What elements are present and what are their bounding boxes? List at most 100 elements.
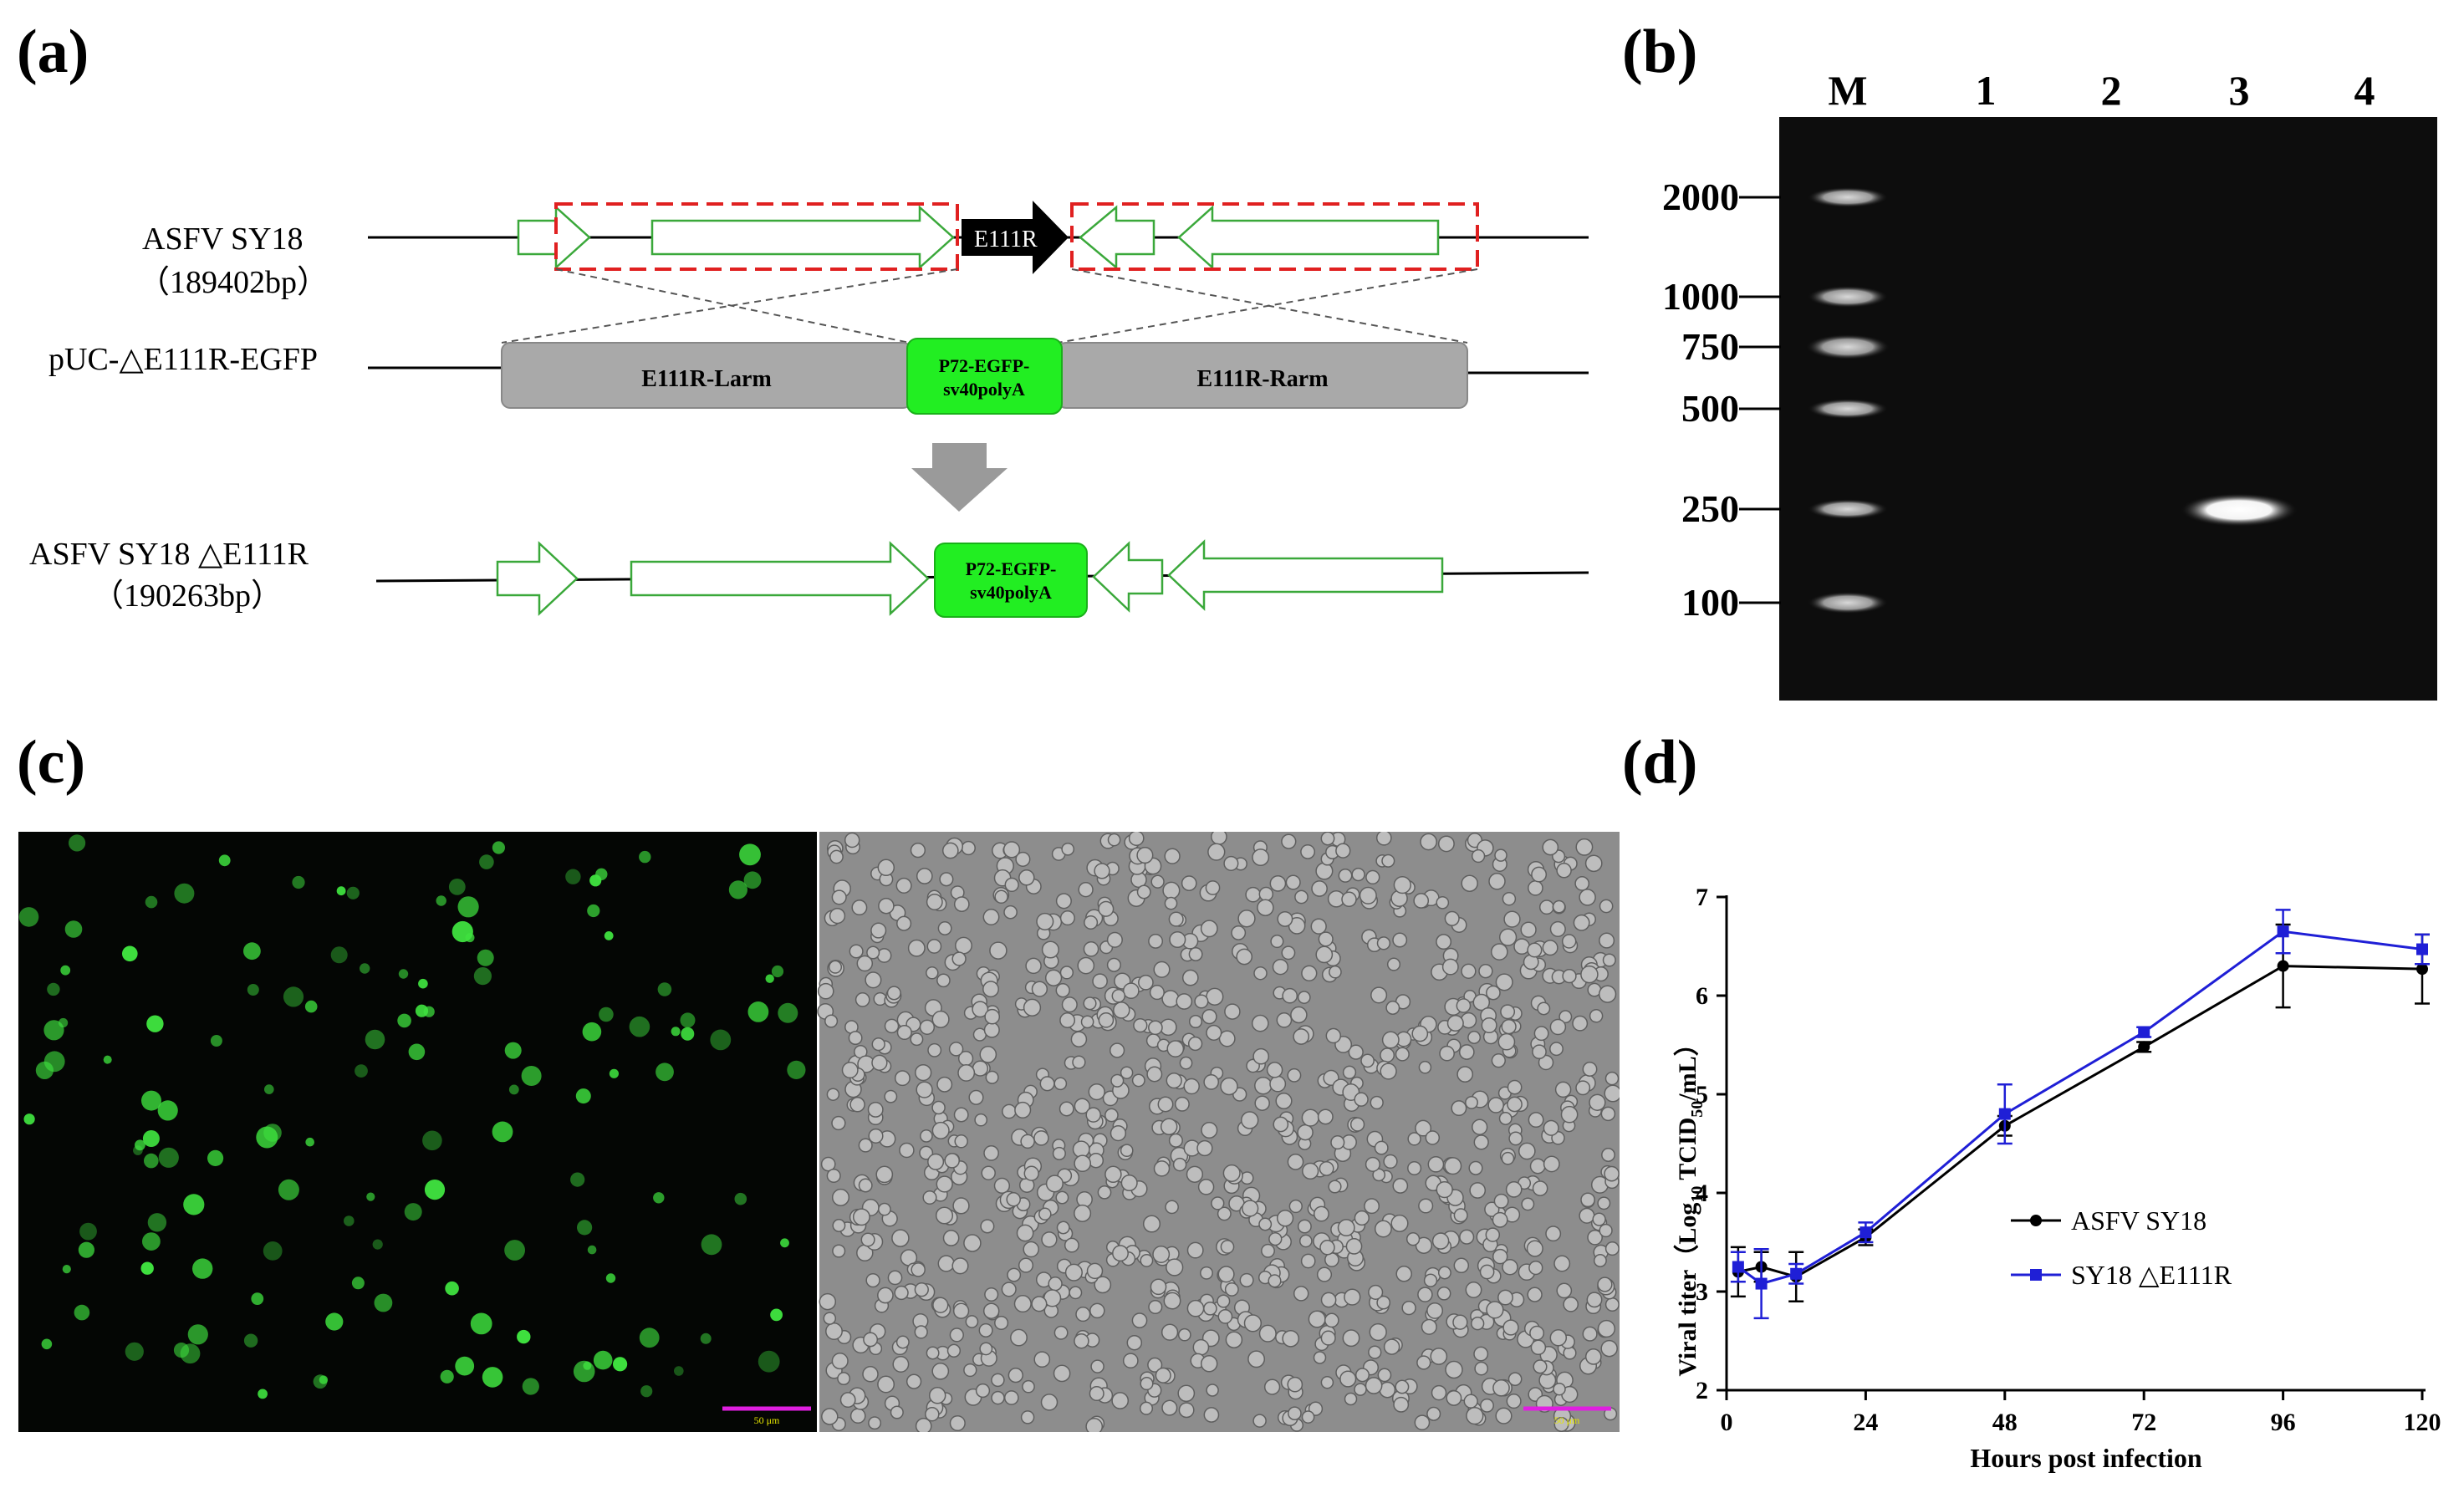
series-2 [1730,909,2430,1320]
fluorescent-cell [69,834,86,852]
brightfield-cell [1527,1287,1543,1302]
brightfield-cell [941,842,959,859]
brightfield-cell [1395,1266,1412,1282]
brightfield-cell [1325,1027,1342,1044]
brightfield-cell [951,1257,969,1275]
brightfield-cell [984,1287,999,1302]
brightfield-cell [1020,1410,1035,1424]
brightfield-cell [1269,1075,1287,1093]
panel-label-b: (b) [1622,18,1698,86]
brightfield-cell [1359,886,1377,905]
brightfield-cell [1318,931,1334,947]
brightfield-cell [1109,1042,1125,1058]
brightfield-cell [972,1060,989,1077]
brightfield-cell [1501,1018,1517,1035]
brightfield-cell [936,973,951,988]
brightfield-cell [1579,889,1596,906]
brightfield-cell [1495,1407,1513,1424]
brightfield-cell [1177,1384,1196,1403]
brightfield-cell [1579,1207,1595,1224]
fluorescent-cell [263,1124,282,1142]
brightfield-cell [1383,1154,1398,1170]
brightfield-cell [1376,936,1391,950]
fluorescent-cell [575,1088,591,1104]
brightfield-cell [1142,1215,1161,1233]
brightfield-cell [957,1063,976,1082]
fluorescent-cell [292,875,305,889]
brightfield-cell [1315,862,1334,880]
brightfield-cell [871,1054,888,1071]
right-gene-arrow-1 [1079,205,1155,270]
fluorescent-cell [145,895,158,909]
brightfield-cell [1300,843,1316,859]
fluorescent-cell [142,1130,160,1147]
brightfield-cell [1160,1118,1178,1135]
brightfield-cell [1201,1008,1217,1025]
brightfield-cell [1078,882,1094,898]
brightfield-cell [942,1230,960,1246]
fluorescent-cell [210,1035,222,1047]
brightfield-cell [1220,1077,1238,1096]
brightfield-cell [927,1153,945,1170]
brightfield-cell [1293,1028,1310,1045]
brightfield-cell [1059,1101,1074,1117]
brightfield-cell [1533,1026,1549,1042]
brightfield-cell [1002,841,1021,859]
brightfield-cell [1491,1053,1506,1068]
brightfield-cell [1582,1062,1598,1077]
brightfield-cell [961,840,976,856]
brightfield-cell [1268,1274,1282,1288]
brightfield-cell [823,1312,837,1325]
fluorescent-cell [360,963,370,974]
panel-label-d: (d) [1622,728,1698,797]
fluorescent-cell [247,984,259,996]
brightfield-cell [1122,1353,1139,1369]
left-homology-box [554,202,959,271]
brightfield-cell [1220,1240,1235,1254]
brightfield-cell [916,868,933,884]
e111r-gene-arrow [962,201,1069,274]
brightfield-cell [1276,1012,1293,1028]
brightfield-cell [878,897,895,915]
brightfield-cell [1474,1361,1489,1376]
brightfield-cell [819,1292,837,1311]
brightfield-cell [1374,1220,1392,1238]
brightfield-cell [1252,1414,1267,1428]
brightfield-cell [1461,874,1478,892]
brightfield-cell [1252,848,1270,867]
brightfield-cell [1186,1241,1204,1259]
brightfield-cell [951,951,967,966]
brightfield-cell [1320,1292,1337,1308]
left-gene-arrow-1 [517,205,591,270]
brightfield-cell [1107,833,1121,847]
brightfield-cell [1369,1322,1387,1342]
fluorescent-cell [330,946,348,964]
brightfield-cell [866,945,880,960]
brightfield-cell [1538,899,1554,915]
fluorescent-cell [577,1220,593,1236]
brightfield-cell [1532,1180,1548,1196]
brightfield-cell [1110,1124,1127,1142]
brightfield-cell [1098,900,1115,917]
brightfield-cell [1339,1370,1357,1388]
brightfield-scale-label: 50 μm [1554,1414,1580,1426]
data-point [1755,1277,1768,1290]
brightfield-cell [1126,1334,1143,1351]
brightfield-cell [1110,1073,1125,1088]
brightfield-cell [926,939,942,954]
x-axis-label: Hours post infection [1970,1443,2202,1473]
brightfield-cell [1328,1180,1342,1194]
brightfield-cell [915,1063,932,1082]
brightfield-cell [1211,832,1227,845]
brightfield-cell [890,1405,904,1419]
brightfield-cell [937,1255,955,1272]
brightfield-cell [831,1353,849,1370]
brightfield-cell [1533,1359,1548,1374]
brightfield-cell [1200,920,1218,938]
brightfield-cell [1459,1229,1475,1245]
brightfield-cell [844,832,860,848]
brightfield-cell [1131,1312,1148,1328]
brightfield-cell [1201,1121,1218,1139]
brightfield-cell [1242,1200,1259,1217]
brightfield-cell [1556,1282,1573,1299]
